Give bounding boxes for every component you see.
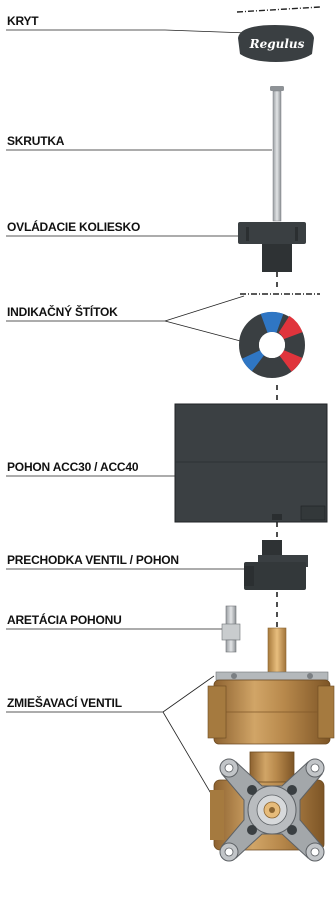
- label-lock: ARETÁCIA POHONU: [7, 613, 122, 627]
- knob-part: [238, 222, 306, 272]
- label-cover: KRYT: [7, 14, 39, 28]
- actuator-part: [174, 403, 328, 523]
- regulus-logo: Regulus: [249, 37, 305, 51]
- leader-lines: [6, 29, 272, 837]
- label-adapter: PRECHODKA VENTIL / POHON: [7, 553, 179, 567]
- label-actuator: POHON ACC30 / ACC40: [7, 460, 139, 474]
- label-valve: ZMIEŠAVACÍ VENTIL: [7, 696, 122, 710]
- label-screw: SKRUTKA: [7, 134, 65, 148]
- lock-pin-part: [221, 605, 241, 653]
- label-indicator: INDIKAČNÝ ŠTÍTOK: [7, 305, 118, 319]
- cover-part: Regulus: [236, 6, 321, 62]
- adapter-part: [244, 540, 308, 590]
- valve-stem: [267, 627, 287, 677]
- label-knob: OVLÁDACIE KOLIESKO: [7, 220, 141, 234]
- mixing-valve-side-view: [207, 671, 335, 745]
- screw-part: [270, 86, 284, 222]
- indicator-disc-part: [239, 293, 320, 378]
- mixing-valve-top-view: [210, 751, 325, 862]
